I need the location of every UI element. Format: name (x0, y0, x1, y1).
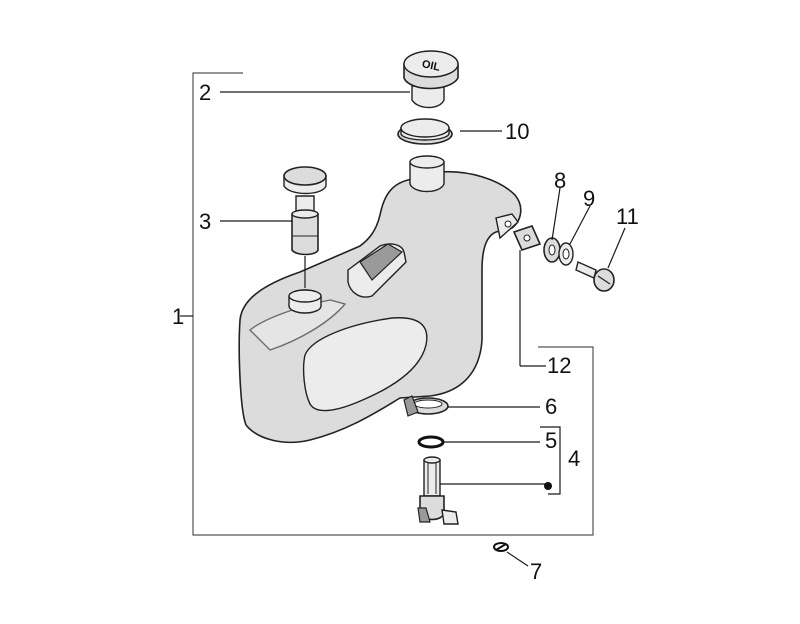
leader-lines (180, 91, 626, 567)
cap-seal (397, 118, 453, 145)
callout-10: 10 (505, 119, 529, 144)
callout-2: 2 (199, 80, 211, 105)
oil-cap-text: OIL (421, 58, 442, 74)
callout-5: 5 (545, 428, 557, 453)
washer-8 (543, 237, 561, 263)
fuel-tap (417, 456, 459, 525)
callout-9: 9 (583, 186, 595, 211)
callout-7: 7 (530, 559, 542, 584)
washer-9 (558, 242, 574, 266)
oil-cap: OIL (403, 50, 459, 109)
hose-clamp (403, 395, 449, 417)
callout-11: 11 (616, 204, 639, 229)
callout-labels: 1 2 3 4 5 6 7 8 9 10 11 12 (172, 80, 639, 584)
callout-3: 3 (199, 209, 211, 234)
callout-1: 1 (172, 304, 184, 329)
spring-clip (493, 542, 509, 552)
callout-8: 8 (554, 168, 566, 193)
callout-4: 4 (568, 446, 580, 471)
spacer-block (512, 225, 542, 251)
callout-12: 12 (547, 353, 571, 378)
dipstick (283, 166, 327, 288)
callout-6: 6 (545, 394, 557, 419)
assembly-frame (192, 72, 594, 536)
screw (575, 261, 615, 292)
o-ring (417, 435, 445, 449)
oil-tank (238, 155, 522, 444)
